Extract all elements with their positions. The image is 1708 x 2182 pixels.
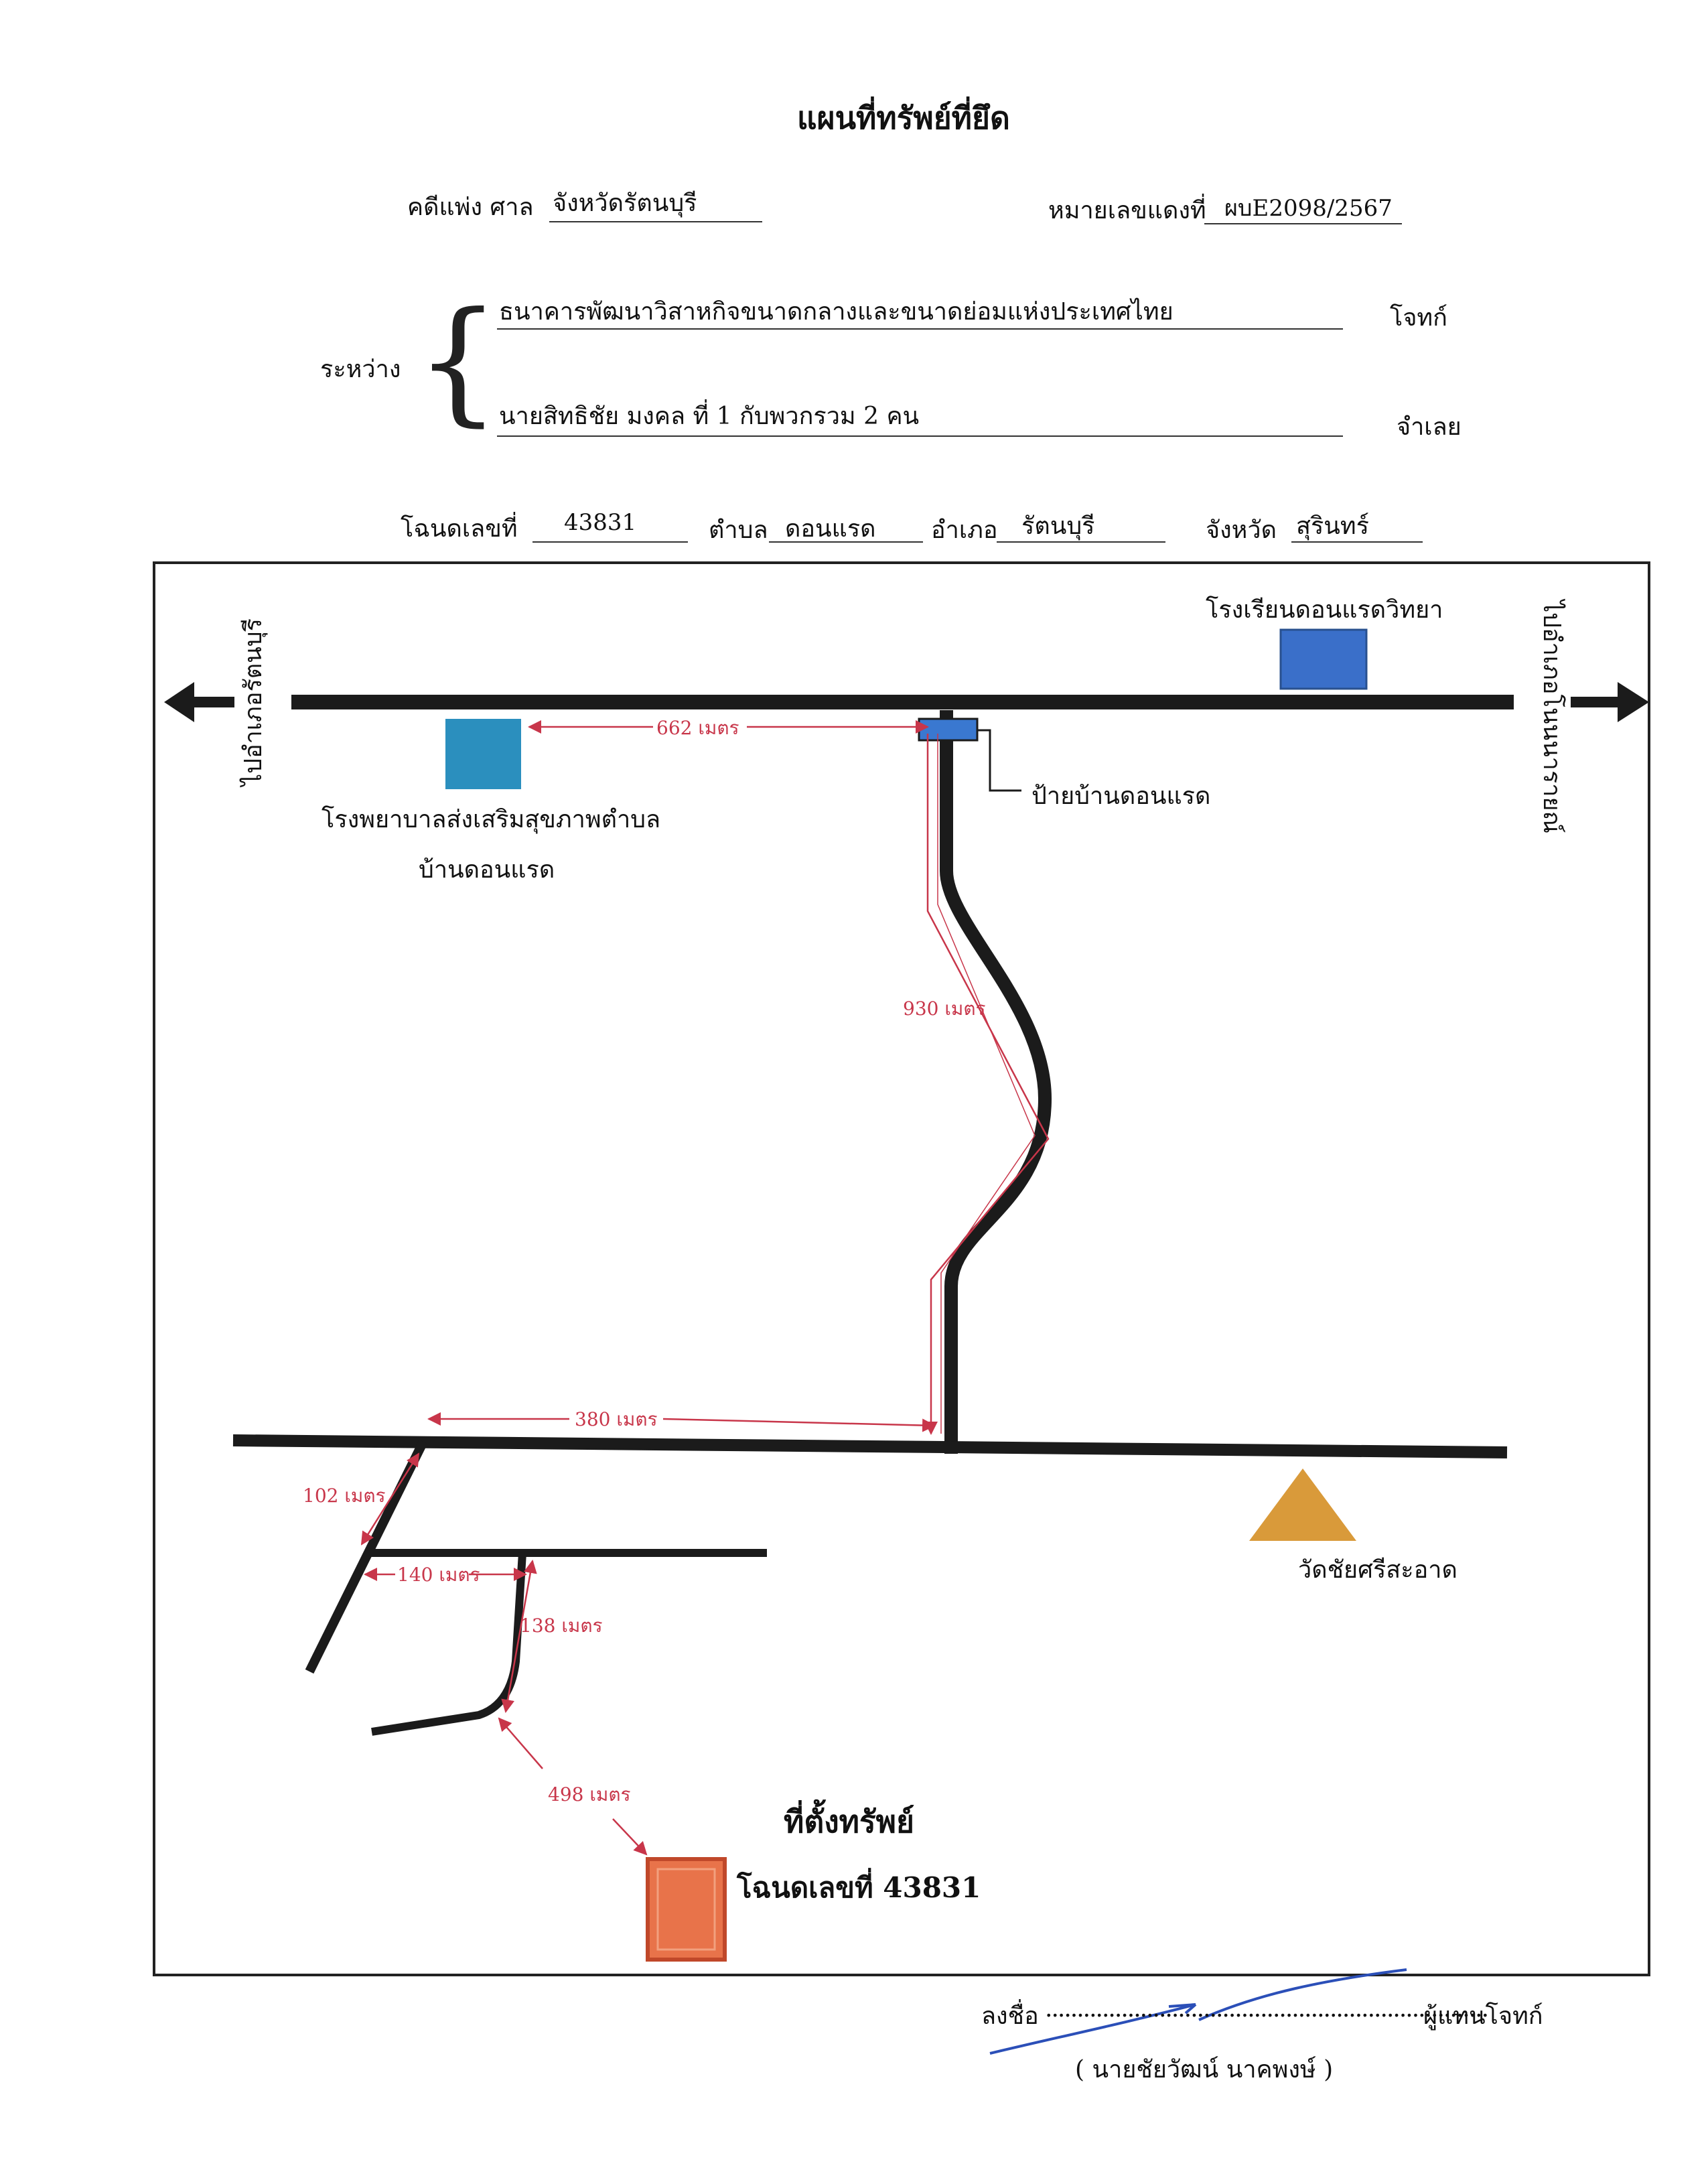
- province-underline: [1291, 541, 1423, 543]
- hospital-label-line2: บ้านดอนแรด: [419, 856, 555, 884]
- measure-138: [501, 1560, 537, 1713]
- school-label: โรงเรียนดอนแรดวิทยา: [1206, 596, 1443, 624]
- civil-case-label: คดีแพ่ง ศาล: [407, 194, 534, 221]
- plaintiff-name: ธนาคารพัฒนาวิสาหกิจขนาดกลางและขนาดย่อมแห…: [499, 298, 1173, 326]
- deed-underline: [532, 541, 688, 543]
- subdistrict-name: ดอนแรด: [785, 515, 876, 543]
- province-name: สุรินทร์: [1296, 513, 1369, 540]
- plaintiff-role: โจทก์: [1390, 304, 1447, 332]
- page-title: แผนที่ทรัพย์ที่ยึด: [797, 100, 1010, 136]
- signature-stroke-1: [989, 2003, 1197, 2055]
- connecting-road: [940, 710, 1052, 1454]
- arrow-left-icon: [164, 682, 194, 722]
- measure-930-path-inner: [937, 734, 1036, 1434]
- secondary-road: [232, 1434, 1508, 1458]
- measure-498-top: [498, 1717, 543, 1769]
- arrow-right-shaft: [1571, 697, 1621, 707]
- signature-dots: ........................................…: [1045, 1995, 1489, 2023]
- measure-498-bottom: [612, 1818, 648, 1856]
- measure-380-right: [662, 1418, 936, 1432]
- distance-930-label: 930 เมตร: [903, 998, 986, 1020]
- property-marker: [646, 1857, 727, 1962]
- between-label: ระหว่าง: [320, 356, 401, 383]
- property-marker-inner: [656, 1868, 716, 1951]
- signer-name: ( นายชัยวัฒน์ นาคพงษ์ ): [1075, 2056, 1334, 2084]
- defendant-name: นายสิทธิชัย มงคล ที่ 1 กับพวกรวม 2 คน: [499, 403, 920, 430]
- arrow-right-icon: [1618, 682, 1649, 722]
- property-location-title: ที่ตั้งทรัพย์: [784, 1799, 914, 1840]
- distance-102-label: 102 เมตร: [303, 1485, 386, 1507]
- school-marker: [1279, 628, 1368, 690]
- measure-102: [360, 1452, 420, 1546]
- red-number-underline: [1204, 223, 1402, 224]
- deed-label: โฉนดเลขที่: [401, 515, 518, 543]
- court-name: จังหวัดรัตนบุรี: [553, 190, 697, 217]
- sign-pointer: [977, 729, 1021, 792]
- defendant-underline: [497, 435, 1343, 437]
- sign-label: ป้ายบ้านดอนแรด: [1031, 782, 1210, 810]
- defendant-role: จำเลย: [1397, 413, 1462, 441]
- red-number: ผบE2098/2567: [1224, 195, 1393, 222]
- signature-label: ลงชื่อ: [981, 2002, 1039, 2030]
- distance-380-label: 380 เมตร: [575, 1408, 658, 1430]
- court-underline: [549, 221, 762, 222]
- red-number-label: หมายเลขแดงที่: [1048, 197, 1206, 224]
- district-label: อำเภอ: [931, 517, 998, 544]
- between-brace: {: [415, 283, 501, 439]
- subdistrict-underline: [769, 541, 923, 543]
- arrow-left-shaft: [191, 697, 234, 707]
- hospital-label-line1: โรงพยาบาลส่งเสริมสุขภาพตำบล: [322, 805, 660, 834]
- district-underline: [997, 541, 1165, 543]
- distance-140-label: 140 เมตร: [397, 1564, 480, 1586]
- district-name: รัตนบุรี: [1021, 513, 1095, 540]
- signature-stroke-2: [1198, 1968, 1407, 2021]
- subdistrict-label: ตำบล: [709, 517, 768, 544]
- property-deed-label: โฉนดเลขที่ 43831: [736, 1868, 981, 1904]
- plaintiff-underline: [497, 328, 1343, 330]
- to-other-district-label: ไปอำเภอโนนนารายณ์: [1538, 598, 1566, 833]
- temple-label: วัดชัยศรีสะอาด: [1298, 1556, 1457, 1584]
- signer-role: ผู้แทนโจทก์: [1423, 2002, 1543, 2030]
- map-frame: [153, 561, 1650, 1976]
- distance-498-label: 498 เมตร: [548, 1783, 631, 1805]
- hospital-marker: [445, 719, 521, 789]
- measure-930-path: [924, 734, 1050, 1435]
- temple-marker: [1249, 1469, 1356, 1541]
- deed-number: 43831: [564, 509, 637, 536]
- province-label: จังหวัด: [1206, 517, 1277, 544]
- distance-662-label: 662 เมตร: [656, 717, 739, 739]
- distance-138-label: 138 เมตร: [520, 1615, 603, 1637]
- to-ratanaburi-label: ไปอำเภอรัตนบุรี: [239, 618, 268, 788]
